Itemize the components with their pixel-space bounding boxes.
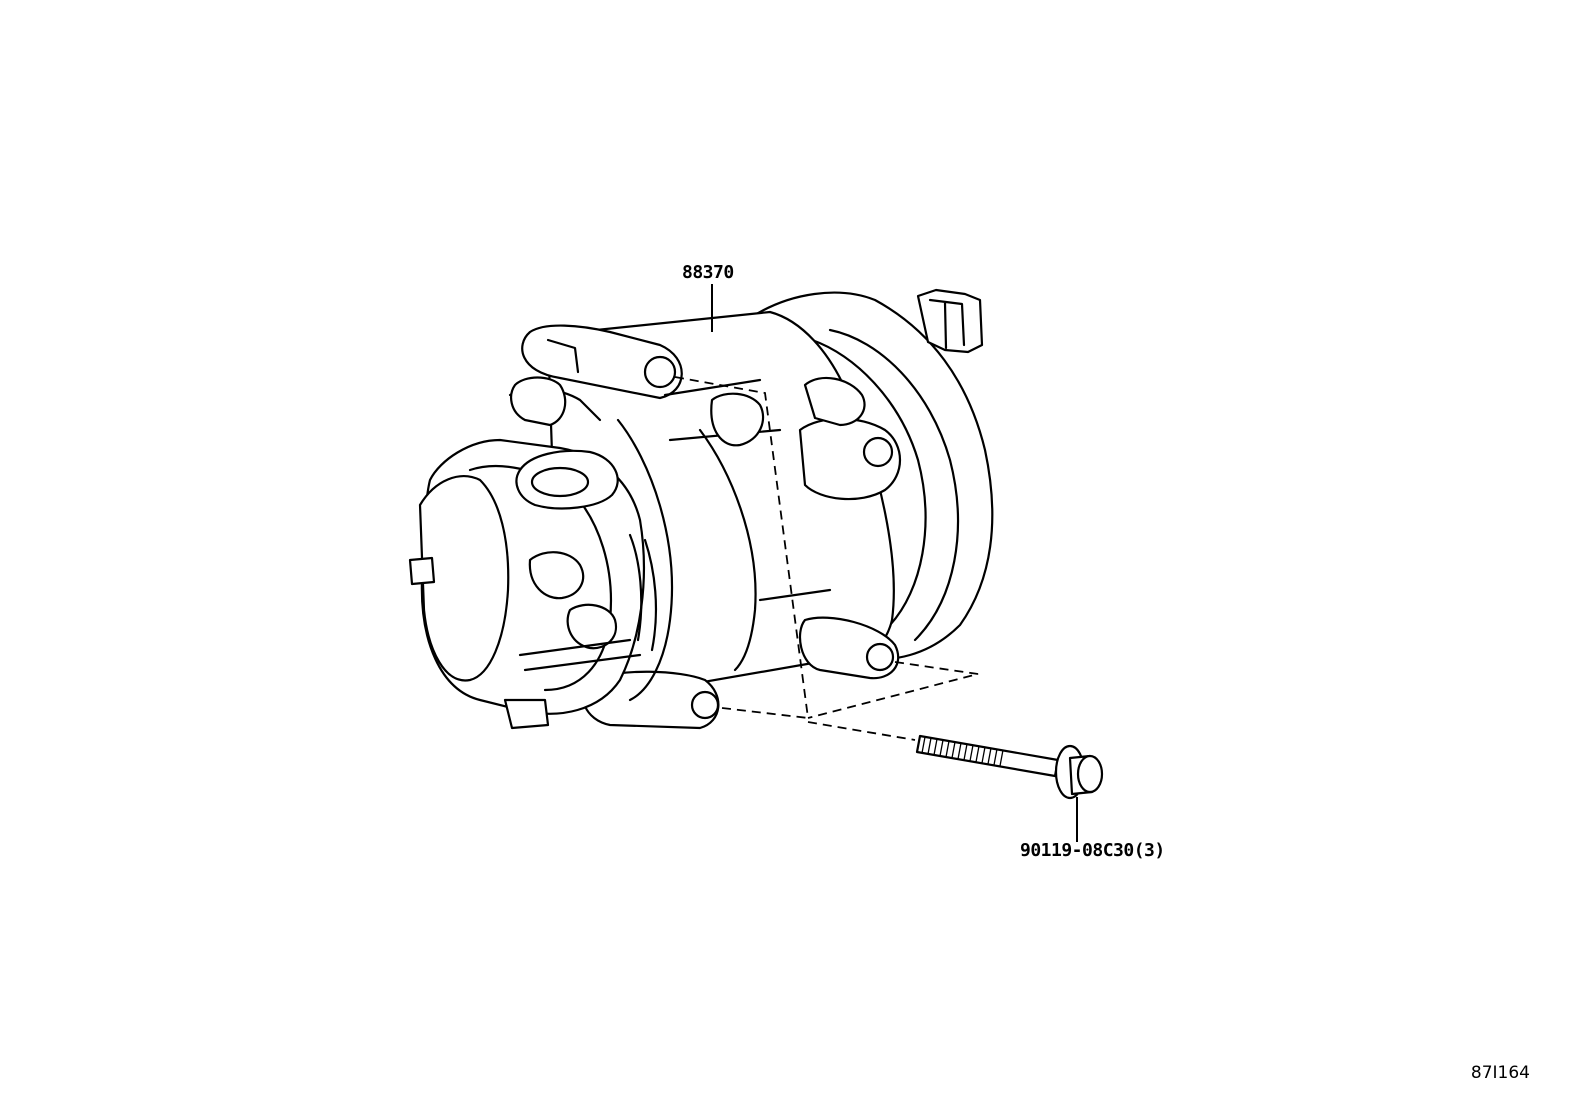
part-number-compressor[interactable]: 88370 xyxy=(682,262,734,283)
bolt-threads xyxy=(921,736,1004,767)
part-number-bolt[interactable]: 90119-08C30(3) xyxy=(1020,840,1165,861)
top-mount-hole xyxy=(643,355,677,389)
right-upper-boss xyxy=(803,376,866,427)
upper-left-boss xyxy=(510,376,567,427)
rear-housing-rim-inner xyxy=(810,338,927,627)
bottom-left-mount-hole xyxy=(690,690,720,720)
body-sensor-boss xyxy=(710,392,765,447)
dash-to-bolt xyxy=(807,721,916,741)
front-flange xyxy=(418,475,510,682)
rear-housing-rim xyxy=(828,328,959,642)
front-head-boss-1 xyxy=(528,551,585,600)
front-tab xyxy=(408,556,436,586)
bottom-right-mount-hole xyxy=(865,642,895,672)
stator-band-2 xyxy=(698,428,757,672)
bolt-shank xyxy=(915,734,1060,778)
front-head-boss-2 xyxy=(566,603,618,650)
dash-top-to-bottom xyxy=(674,376,809,719)
stator-band xyxy=(616,418,674,702)
dash-bottom-left xyxy=(721,707,809,719)
illustration-code: 87I164 xyxy=(1470,1063,1530,1083)
dash-bottom-right xyxy=(807,661,979,719)
electrical-connector xyxy=(916,288,984,354)
connector-detail xyxy=(928,298,966,350)
suction-port-opening xyxy=(530,466,590,498)
lower-rail xyxy=(518,638,642,672)
ring-line-1 xyxy=(628,533,658,652)
bolt-head-face xyxy=(1076,754,1104,794)
ac-compressor-illustration xyxy=(408,288,994,730)
right-mount-hole xyxy=(862,436,894,468)
flange-bolt-illustration xyxy=(915,734,1104,800)
top-ear-detail xyxy=(546,338,580,374)
installation-dashed-lines xyxy=(674,376,979,741)
front-lower-tab xyxy=(503,698,550,730)
